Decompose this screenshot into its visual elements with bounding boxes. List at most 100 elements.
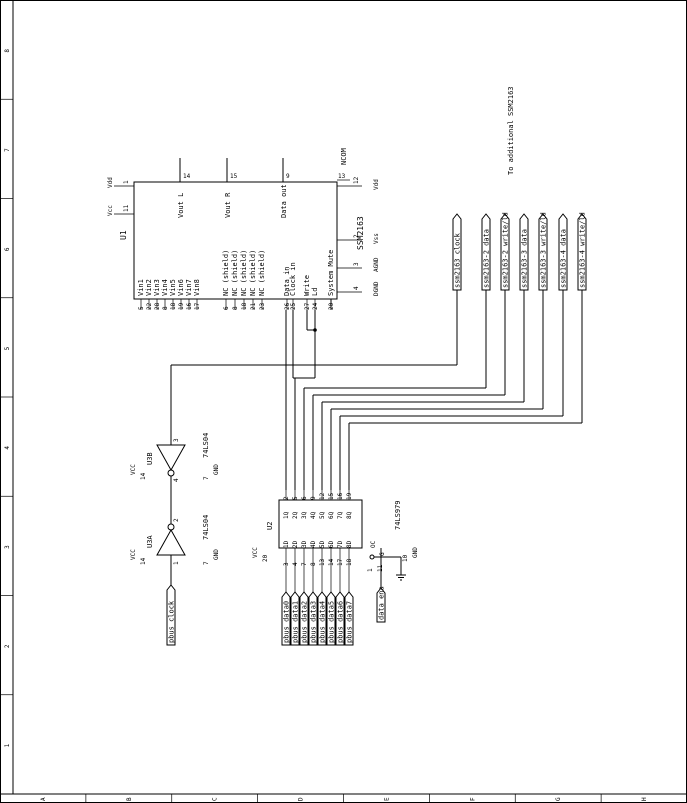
pbus-data-flag xyxy=(308,591,318,646)
u1-vin-pin-name: Vin4 xyxy=(161,279,169,296)
u2-q-pin-num: 15 xyxy=(328,492,335,500)
u3b-out-pin: 4 xyxy=(173,478,180,482)
pbus-data-label: pbus_data1 xyxy=(292,601,300,643)
u1-shield-pin-num: 18 xyxy=(241,302,248,310)
u3b-part: 74LS04 xyxy=(202,433,210,458)
u1-right-power-name: AGND xyxy=(373,257,380,272)
offpage-label: ssm2163-2_data xyxy=(483,229,491,288)
pbus-data-label: pbus_data7 xyxy=(346,601,354,643)
u3a-inverter: 1 2 U3A 74LS04 VCC 14 GND 7 xyxy=(130,515,220,565)
u2-q-pin-name: 3Q xyxy=(301,511,308,519)
u1-body xyxy=(133,181,338,300)
u1-shield-pin-num: 6 xyxy=(223,306,230,310)
u2-d-pin-num: 3 xyxy=(283,562,290,566)
u2-g-label: G xyxy=(379,552,386,556)
u1-right-power-name: Vss xyxy=(373,233,380,244)
u3a-gnd-num: 7 xyxy=(203,561,210,565)
u1-vin-pin-name: Vin2 xyxy=(145,279,153,296)
u2-vcc: VCC xyxy=(252,547,259,558)
offpage-flag xyxy=(500,213,510,291)
u2-gnd: GND xyxy=(412,547,419,558)
u2-vcc-num: 20 xyxy=(262,554,269,562)
pbus-clock-connector: pbus_clock xyxy=(166,562,176,646)
zone-row-label-1: 1 xyxy=(4,743,11,747)
u2-74ls979: U2 74LS979 1Q22Q53Q64Q95Q126Q157Q168Q19 … xyxy=(252,490,419,592)
zone-row-label-5: 5 xyxy=(4,346,11,350)
offpage-flag xyxy=(519,213,529,291)
zone-col-label-G: G xyxy=(555,797,562,801)
pbus-clock-flag xyxy=(166,584,176,646)
zone-row-label-4: 4 xyxy=(4,446,11,450)
u2-d-pin-num: 7 xyxy=(301,562,308,566)
u3b-triangle xyxy=(156,444,186,472)
u2-d-pin-num: 13 xyxy=(319,558,326,566)
u1-control-pin-name: Clock in xyxy=(289,262,297,296)
zone-row-label-8: 8 xyxy=(4,49,11,53)
u2-d-pin-name: 2D xyxy=(292,540,299,548)
u1-right-power-num: 3 xyxy=(353,262,360,266)
u1-vin-pin-num: 5 xyxy=(138,306,145,310)
u2-d-pin-name: 5D xyxy=(319,540,326,548)
u1-pin13-num: 13 xyxy=(338,173,346,180)
u1-vin-pin-name: Vin3 xyxy=(153,279,161,296)
pbus-data-label: pbus_data0 xyxy=(283,601,291,643)
u2-q-wires-to-offpage xyxy=(285,290,583,490)
u1-control-pin-num: 26 xyxy=(284,302,291,310)
u2-d-pin-name: 6D xyxy=(328,540,335,548)
wiring xyxy=(170,290,583,517)
u1-control-pin-num: 25 xyxy=(290,302,297,310)
u2-oc-num: 1 xyxy=(367,568,374,572)
pbus-data-label: pbus_data2 xyxy=(301,601,309,643)
u3a-vcc: VCC xyxy=(130,549,137,560)
pbus-data-flag xyxy=(317,591,327,646)
u1-control-pin-name: Write xyxy=(303,275,311,296)
u3b-gnd: GND xyxy=(213,464,220,475)
u3a-gnd: GND xyxy=(213,549,220,560)
u2-d-pin-num: 4 xyxy=(292,562,299,566)
u2-d-pin-name: 4D xyxy=(310,540,317,548)
u2-q-pin-name: 8Q xyxy=(346,511,353,519)
u2-gnd-num: 10 xyxy=(402,554,409,562)
u1-ref: U1 xyxy=(119,230,128,240)
pbus-data-label: pbus_data4 xyxy=(319,601,327,643)
u2-d-pin-name: 1D xyxy=(283,540,290,548)
u3a-triangle xyxy=(156,528,186,556)
u1-shield-pin-name: NC (shield) xyxy=(249,250,257,296)
pbus-clock-label: pbus_clock xyxy=(168,600,176,643)
u1-shield-pin-name: NC (shield) xyxy=(240,250,248,296)
u2-d-pin-num: 14 xyxy=(328,558,335,566)
u2-q-pin-num: 2 xyxy=(283,496,290,500)
u1-right-power-num: 2 xyxy=(353,234,360,238)
u3b-in-pin: 3 xyxy=(173,438,180,442)
u2-d-pin-name: 3D xyxy=(301,540,308,548)
u2-ref: U2 xyxy=(266,522,274,530)
u1-part: SSM2163 xyxy=(356,216,365,250)
u3a-part: 74LS04 xyxy=(202,515,210,540)
u2-q-pin-num: 6 xyxy=(301,496,308,500)
zone-row-label-2: 2 xyxy=(4,644,11,648)
offpage-flag xyxy=(452,213,462,291)
u2-d-pin-name: 8D xyxy=(346,540,353,548)
u1-control-pin-num: 24 xyxy=(312,302,319,310)
u1-vin-pin-num: 19 xyxy=(178,302,185,310)
u3b-vcc: VCC xyxy=(130,464,137,475)
offpage-label: ssm2163_clock xyxy=(454,232,462,288)
u1-control-pin-num: 27 xyxy=(304,302,311,310)
zone-col-label-H: H xyxy=(641,797,648,801)
offpage-flag xyxy=(538,213,548,291)
offpage-label: ssm2163-4_write/ld xyxy=(579,212,587,288)
u1-vin-pin-name: Vin1 xyxy=(137,279,145,296)
u2-d-pin-num: 8 xyxy=(310,562,317,566)
u1-ncom-label: NCOM xyxy=(340,148,348,165)
zone-col-label-A: A xyxy=(40,797,47,801)
pbus-data-label: pbus_data6 xyxy=(337,601,345,643)
u2-q-pin-name: 1Q xyxy=(283,511,290,519)
u1-shield-pin-num: 21 xyxy=(250,302,257,310)
pbus-data-flag xyxy=(290,591,300,646)
